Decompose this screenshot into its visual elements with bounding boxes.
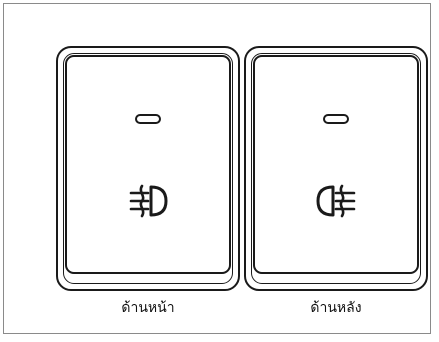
rear-fog-light-icon xyxy=(316,184,356,218)
rear-caption: ด้านหลัง xyxy=(310,300,362,316)
indicator-lamp xyxy=(135,114,161,124)
diagram-frame: ด้านหน้า ด้านหลัง xyxy=(3,3,431,334)
front-caption: ด้านหน้า xyxy=(121,300,175,316)
switch-bezel xyxy=(63,53,233,284)
indicator-lamp xyxy=(323,114,349,124)
switch-face xyxy=(253,55,419,274)
rear-fog-switch[interactable] xyxy=(244,46,428,291)
switch-bezel xyxy=(251,53,421,284)
front-fog-switch[interactable] xyxy=(56,46,240,291)
front-fog-light-icon xyxy=(129,184,168,218)
switch-face xyxy=(65,55,231,274)
